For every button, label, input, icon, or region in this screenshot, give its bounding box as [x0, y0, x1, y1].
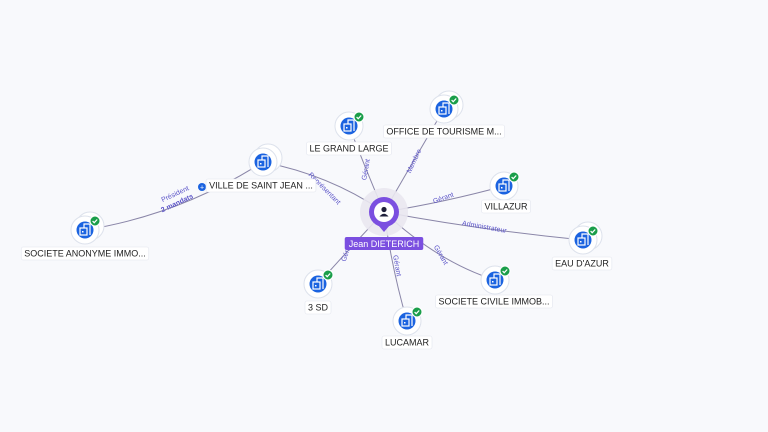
edges-layer — [84, 108, 584, 322]
plus-icon: + — [200, 185, 204, 192]
edge-sa-immo — [84, 161, 264, 231]
company-node-sa-immo[interactable]: SOCIETE ANONYME IMMO... — [20, 211, 150, 261]
company-badge — [495, 177, 513, 195]
company-label[interactable]: LUCAMAR — [381, 335, 433, 350]
expand-badge[interactable] — [198, 183, 206, 191]
edge-role-label: Gérant — [391, 255, 402, 277]
company-label[interactable]: LE GRAND LARGE — [306, 141, 392, 156]
company-badge — [398, 312, 416, 330]
company-label[interactable]: 3 SD — [304, 300, 332, 315]
company-label[interactable]: SOCIETE CIVILE IMMOB... — [435, 294, 553, 309]
company-node-le-grand-large[interactable]: LE GRAND LARGE — [306, 111, 392, 156]
person-name-label[interactable]: Jean DIETERICH — [344, 237, 424, 250]
building-icon — [343, 119, 355, 132]
company-label[interactable]: VILLE DE SAINT JEAN ... — [205, 178, 317, 193]
company-name: 3 SD — [308, 303, 329, 313]
building-icon — [577, 233, 589, 246]
person-icon — [379, 206, 389, 217]
company-name: OFFICE DE TOURISME M... — [386, 127, 501, 137]
company-node-3sd[interactable]: 3 SD — [303, 269, 334, 315]
edge-role-label: Gérant — [432, 192, 455, 206]
company-label[interactable]: VILLAZUR — [481, 199, 531, 214]
edge-role-label: Membre — [406, 148, 423, 174]
building-icon — [257, 155, 269, 168]
edge-role-label: Gérant — [432, 244, 449, 266]
edge-role-label: Administrateur — [461, 220, 507, 235]
person-name: Jean DIETERICH — [349, 239, 420, 249]
company-label[interactable]: EAU D'AZUR — [551, 256, 613, 271]
edge-role-label: Gérant — [361, 159, 372, 181]
company-name: SOCIETE CIVILE IMMOB... — [438, 297, 549, 307]
company-name: LUCAMAR — [385, 338, 430, 348]
nodes-layer: LE GRAND LARGE OFFICE DE TOURISME M... VIL… — [20, 90, 613, 350]
company-node-lucamar[interactable]: LUCAMAR — [381, 306, 433, 350]
company-label[interactable]: SOCIETE ANONYME IMMO... — [20, 246, 150, 261]
company-node-eau-d-azur[interactable]: EAU D'AZUR — [551, 221, 613, 271]
company-name: LE GRAND LARGE — [309, 144, 388, 154]
person-node[interactable]: Jean DIETERICH — [344, 188, 424, 250]
company-badge — [309, 275, 327, 293]
company-name: VILLAZUR — [484, 202, 528, 212]
company-badge — [435, 100, 453, 118]
company-badge — [254, 153, 272, 171]
company-name: VILLE DE SAINT JEAN ... — [209, 181, 313, 191]
building-icon — [312, 277, 324, 290]
company-node-villazur[interactable]: VILLAZUR — [481, 171, 531, 214]
building-icon — [438, 102, 450, 115]
building-icon — [79, 223, 91, 236]
company-badge — [486, 271, 504, 289]
company-node-ville-saint-jean[interactable]: VILLE DE SAINT JEAN ... — [205, 143, 317, 193]
company-node-office-tourisme[interactable]: OFFICE DE TOURISME M... — [383, 90, 505, 139]
company-name: SOCIETE ANONYME IMMO... — [24, 249, 146, 259]
company-node-sci-immob[interactable]: SOCIETE CIVILE IMMOB... — [435, 265, 553, 309]
company-label[interactable]: OFFICE DE TOURISME M... — [383, 124, 505, 139]
company-badge — [76, 221, 94, 239]
building-icon — [498, 179, 510, 192]
company-badge — [574, 231, 592, 249]
company-name: EAU D'AZUR — [555, 259, 609, 269]
company-badge — [340, 117, 358, 135]
building-icon — [489, 273, 501, 286]
building-icon — [401, 314, 413, 327]
